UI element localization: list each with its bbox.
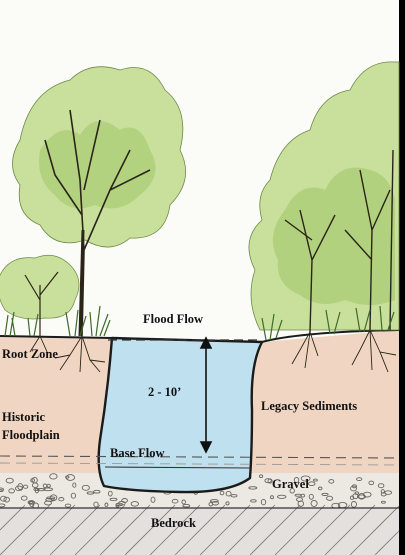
bedrock-layer [0,508,399,555]
stream-channel-water [97,336,264,494]
gravel-stone [130,501,139,507]
gravel-stone [0,495,7,502]
gravel-stone [171,498,179,504]
gravel-stone [22,484,29,489]
gravel-stone [181,499,186,505]
gravel-stone [49,473,58,480]
root-system [29,329,397,373]
gravel-stone [349,495,355,500]
root-zone-label: Root Zone [2,347,58,361]
gravel-stone [115,504,120,508]
gravel-stone [248,486,258,490]
gravel-stone [294,493,302,497]
gravel-stone [225,490,232,497]
base-flow-line-lower [0,462,400,466]
base-flow-line [0,455,400,459]
gravel-stone [104,502,109,507]
gravel-stone [49,494,58,502]
gravel-stone [289,488,295,494]
gravel-label: Gravel [272,477,309,491]
left-tree [12,66,186,337]
gravel-stone [209,499,219,503]
gravel-stone [34,488,39,494]
gravel-stone [3,496,10,503]
gravel-stone [270,495,274,500]
gravel-stone [31,482,39,488]
gravel-stone [276,494,287,499]
gravel-stone [307,481,316,487]
left-bush [0,254,80,336]
gravel-stone [300,475,311,482]
gravel-stone [326,495,334,501]
legacy-sediments-label: Legacy Sediments [261,399,358,413]
gravel-stone [36,488,46,492]
gravel-stone [219,490,225,496]
historic-floodplain-label-line1: Historic [2,410,46,424]
gravel-stone [297,500,305,507]
gravel-stone [42,483,48,489]
gravel-stone [351,484,358,489]
gravel-stone [44,500,52,506]
gravel-stone [109,497,118,502]
bedrock-label: Bedrock [151,516,196,530]
gravel-stone [150,496,156,503]
gravel-stone [0,487,5,492]
gravel-stone [20,495,28,501]
gravel-stone [182,503,191,508]
bedrock-hatching [0,504,400,555]
gravel-stone [43,487,54,492]
gravel-stone [86,491,95,495]
gravel-stone [65,475,70,479]
gravel-stone [58,497,65,502]
gravel-stone [380,500,386,504]
gravel-stones [0,473,393,509]
gravel-stone [259,474,264,479]
gravel-stone [250,499,257,503]
gravel-stone [312,478,318,482]
gravel-stone [321,492,329,496]
gravel-stone [225,501,230,506]
gravel-stone [81,484,90,491]
gravel-stone [377,483,385,489]
gravel-stone [93,489,101,494]
gravel-stone [328,479,335,484]
gravel-stone [208,502,213,507]
gravel-stone [64,503,72,508]
gravel-stone [380,489,385,494]
gravel-stone [70,492,77,499]
historic-floodplain-label-line2: Floodplain [2,428,60,442]
gravel-stone [121,498,128,503]
gravel-stone [230,494,238,498]
gravel-stone [368,480,375,486]
gravel-stone [267,478,273,484]
grass-tufts [4,305,395,341]
gravel-stone [308,493,314,500]
gravel-stone [30,478,35,483]
gravel-stone [293,477,300,483]
gravel-stone [264,478,272,484]
gravel-stone [260,498,267,506]
gravel-stone [28,500,33,504]
gravel-stone [356,494,367,499]
depth-label: 2 - 10’ [148,385,182,399]
flood-flow-label: Flood Flow [143,312,204,326]
gravel-stone [107,490,113,497]
gravel-stone [93,501,99,508]
gravel-stone [380,492,387,497]
gravel-stone [356,477,363,481]
gravel-stone [350,501,357,508]
gravel-stone [0,503,6,508]
gravel-stone [317,486,323,491]
gravel-stone [5,477,14,484]
gravel-stone [72,482,77,488]
gravel-stone [310,499,318,507]
gravel-stone [33,487,40,492]
base-flow-label: Base Flow [110,446,165,460]
gravel-stone [350,485,357,492]
gravel-stone [17,483,24,491]
gravel-stone [8,488,15,494]
right-trees [248,61,400,333]
depth-arrow [199,336,213,454]
